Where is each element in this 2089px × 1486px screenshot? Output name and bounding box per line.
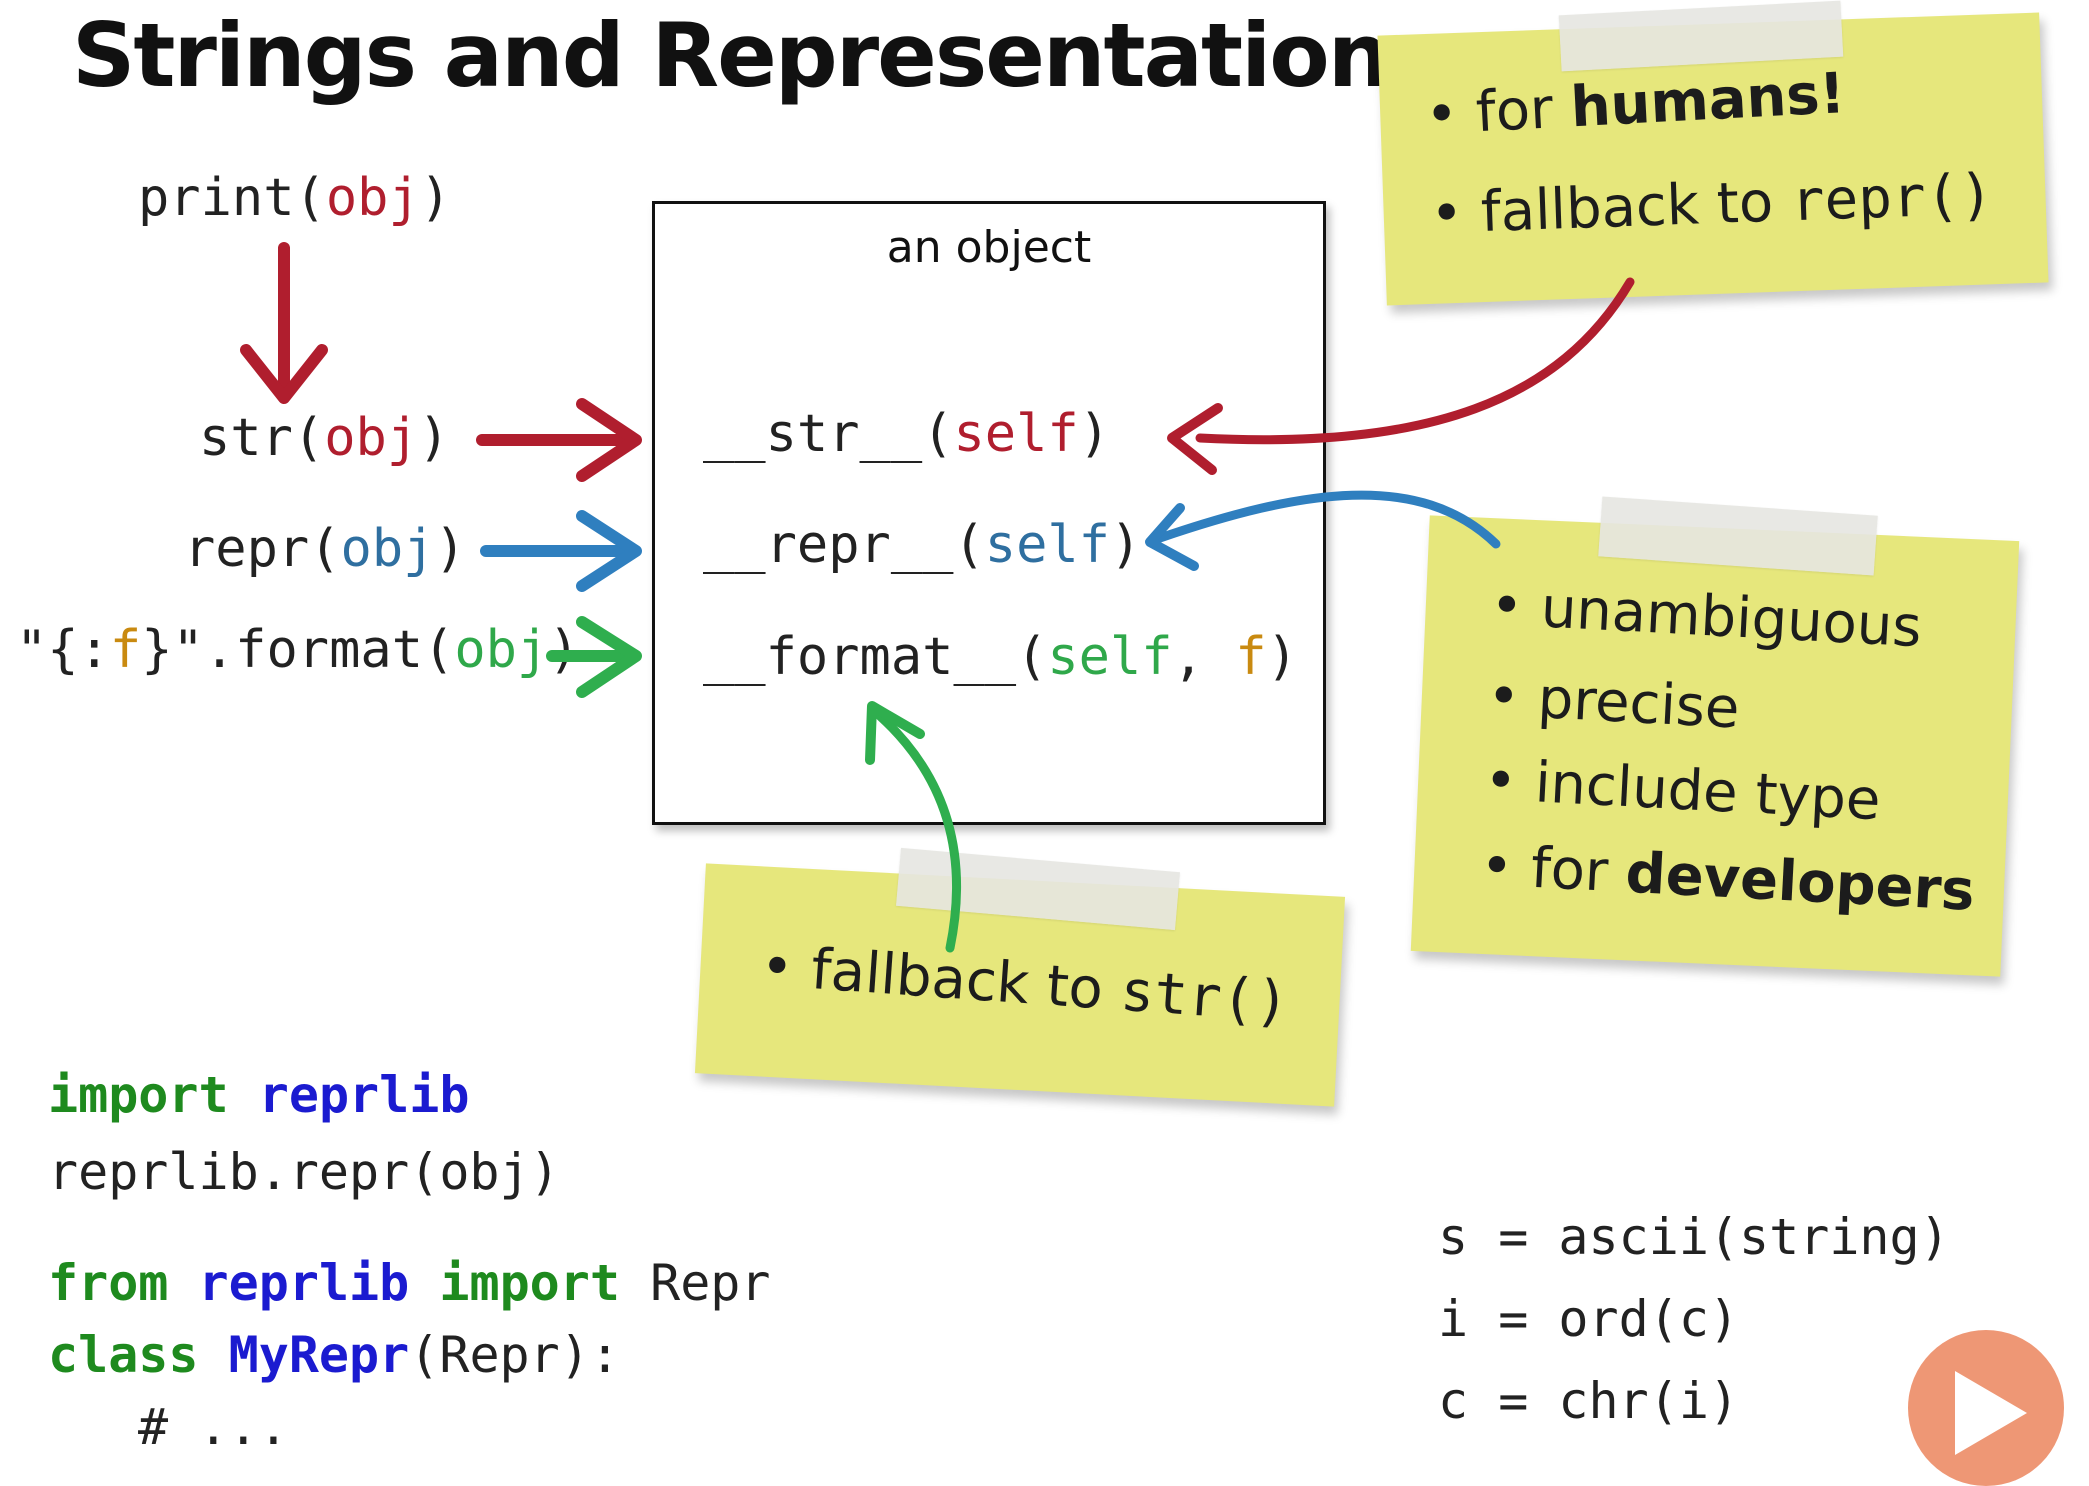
code-kw-import: import [48, 1066, 229, 1124]
code-kw-import-2: import [439, 1254, 620, 1312]
format-call-arrow [546, 616, 642, 698]
code-right-chr: c = chr(i) [1438, 1372, 1740, 1430]
play-icon[interactable] [1955, 1371, 2027, 1455]
str-method-close: ) [1078, 404, 1110, 464]
str-method-name: __str__( [703, 404, 954, 464]
format-method-arg: self [1047, 627, 1173, 687]
str-call: str(obj) [199, 408, 449, 468]
repr-close: ) [434, 519, 466, 579]
code-mod-reprlib: reprlib [258, 1066, 470, 1124]
format-arg: obj [454, 620, 549, 680]
code-name-repr: Repr [650, 1254, 771, 1312]
repr-arg: obj [340, 519, 435, 579]
repr-call: repr(obj) [184, 519, 466, 579]
repr-call-arrow [480, 510, 642, 592]
code-class-rest: (Repr): [409, 1326, 620, 1384]
print-fn: print( [138, 168, 326, 228]
repr-method: __repr__(self) [703, 515, 1141, 575]
repr-method-arg: self [984, 515, 1110, 575]
str-call-arrow [476, 398, 642, 482]
print-to-str-arrow [240, 242, 328, 404]
code-right-ascii: s = ascii(string) [1438, 1208, 1950, 1266]
format-method: __format__(self, f) [703, 627, 1298, 687]
print-arg: obj [325, 168, 420, 228]
format-f: f [109, 620, 142, 680]
object-label: an object [886, 222, 1092, 273]
code-class-name: MyRepr [228, 1326, 410, 1384]
code-mod-reprlib-2: reprlib [198, 1254, 410, 1312]
format-method-name: __format__( [703, 627, 1048, 687]
format-fallback-arrow [865, 701, 962, 953]
code-line-comment: # ... [138, 1398, 289, 1456]
format-q2: }".format( [141, 620, 455, 680]
slide-title: Strings and Representations [72, 4, 1441, 107]
repr-fallback-arrow [1145, 490, 1501, 571]
print-close: ) [419, 168, 452, 228]
format-method-close: ) [1266, 627, 1298, 687]
format-method-f: f [1235, 627, 1267, 687]
str-fn: str( [199, 408, 325, 468]
str-close: ) [418, 408, 450, 468]
repr-method-name: __repr__( [703, 515, 985, 575]
object-box: an object [652, 201, 1326, 825]
print-call: print(obj) [138, 168, 451, 228]
code-kw-class: class [48, 1326, 199, 1384]
code-line-reprlib-call: reprlib.repr(obj) [48, 1143, 560, 1201]
repr-method-close: ) [1110, 515, 1142, 575]
code-line-import: import reprlib [48, 1066, 469, 1124]
format-method-sep: , [1172, 627, 1236, 687]
str-arg: obj [324, 408, 419, 468]
code-line-from-import: from reprlib import Repr [48, 1254, 771, 1312]
code-right-ord: i = ord(c) [1438, 1290, 1740, 1348]
format-q1: "{: [16, 620, 110, 680]
code-kw-from: from [48, 1254, 169, 1312]
arrows-layer [240, 242, 1635, 953]
str-method-arg: self [953, 404, 1079, 464]
str-method: __str__(self) [703, 404, 1110, 464]
code-line-class: class MyRepr(Repr): [48, 1326, 620, 1384]
repr-fn: repr( [184, 519, 341, 579]
format-call: "{:f}".format(obj) [16, 620, 580, 680]
str-fallback-arrow [1167, 277, 1635, 475]
